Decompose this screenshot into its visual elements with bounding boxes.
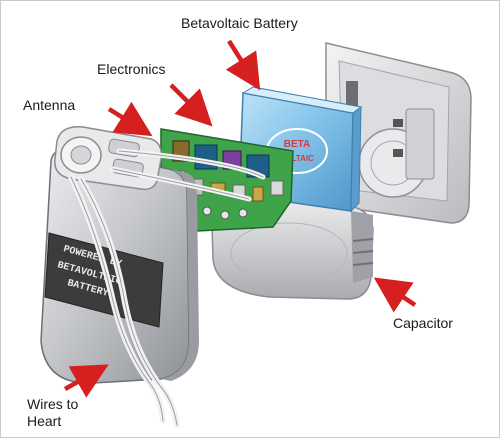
arrow-capacitor — [373, 277, 417, 313]
battery-text-line1: BETA — [284, 139, 310, 150]
arrow-electronics — [169, 83, 213, 127]
pointer-arrows — [63, 39, 417, 398]
label-antenna: Antenna — [23, 97, 76, 113]
label-capacitor: Capacitor — [393, 315, 453, 331]
wires-to-heart — [68, 148, 266, 428]
label-wires-line1: Wires to — [27, 396, 79, 412]
label-electronics: Electronics — [97, 61, 166, 77]
arrow-wires — [63, 364, 109, 398]
label-wires-line2: Heart — [27, 413, 62, 429]
battery-text-line2: VOLTAIC — [280, 154, 314, 163]
label-wires-to-heart: Wires to Heart — [27, 396, 107, 430]
label-betavoltaic-battery: Betavoltaic Battery — [181, 15, 298, 31]
arrow-antenna — [107, 101, 153, 137]
back-shell — [325, 42, 472, 224]
arrow-betavoltaic — [225, 39, 261, 91]
